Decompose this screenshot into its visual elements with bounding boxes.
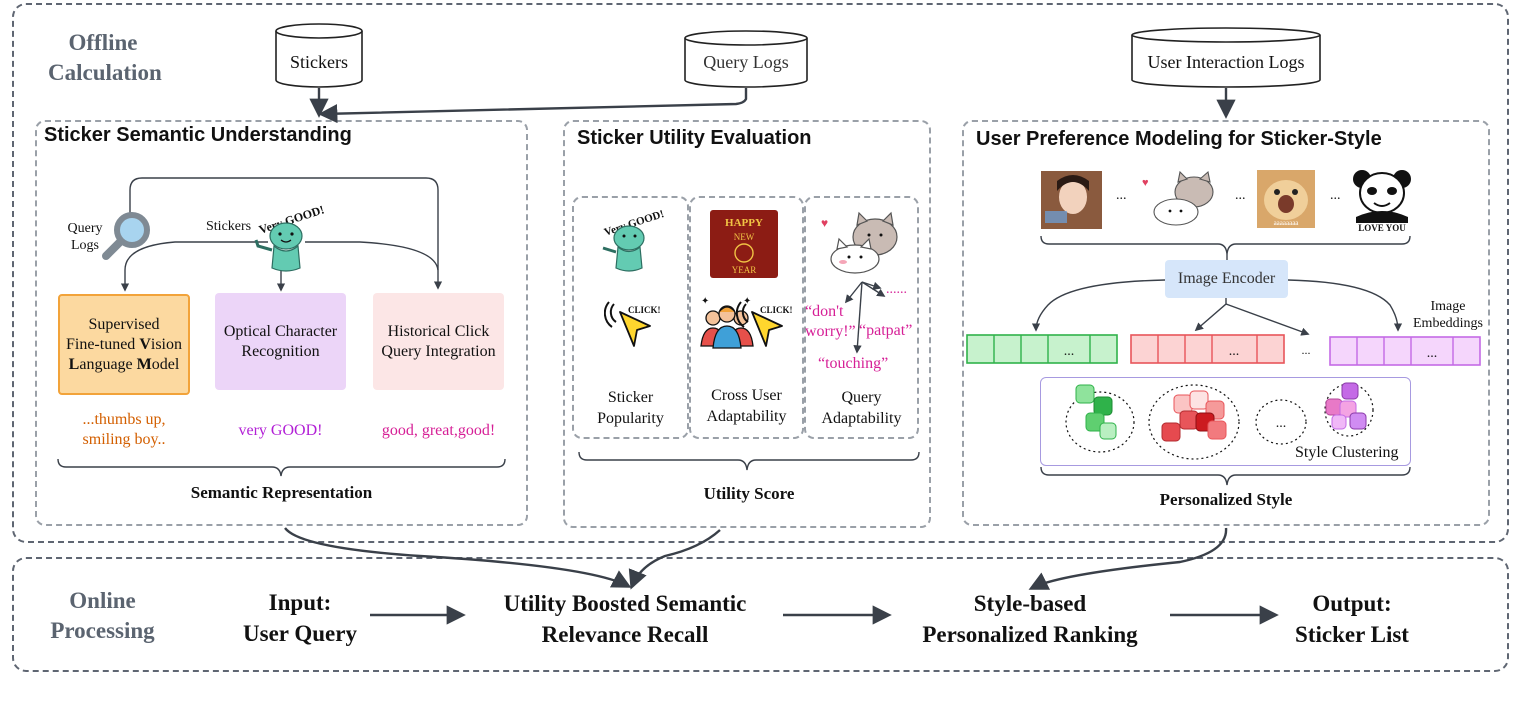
- purple-embedding-vector: ...: [1329, 336, 1481, 366]
- click-cursor-icon: CLICK!: [604, 301, 661, 347]
- happy-new-year-card-icon: HAPPY NEW YEAR: [710, 210, 778, 278]
- semantic-understanding-section: [35, 120, 528, 526]
- svg-text:...: ...: [1064, 344, 1075, 359]
- preference-modeling-section: [962, 120, 1490, 526]
- query-logs-source-label: Query Logs: [703, 52, 789, 72]
- svg-text:CLICK!: CLICK!: [760, 305, 793, 315]
- red-embedding-vector: ...: [1130, 334, 1285, 364]
- online-processing-frame: [12, 557, 1509, 672]
- semantic-understanding-title: Sticker Semantic Understanding: [44, 124, 352, 146]
- query-touching-text: “touching”: [818, 355, 889, 372]
- click-cursor-icon: CLICK!: [736, 301, 793, 347]
- output-sticker-list: Output:Sticker List: [1295, 591, 1409, 647]
- style-clusters: ...: [1065, 382, 1374, 460]
- green-cluster: [1065, 384, 1135, 453]
- query-adaptability-card: [804, 196, 919, 439]
- svg-text:...: ...: [1302, 343, 1311, 357]
- very-good-sticker-icon: Very GOOD!: [254, 202, 324, 272]
- personalized-style-label: Personalized Style: [1159, 490, 1293, 509]
- stickers-source-label: Stickers: [290, 52, 348, 72]
- svg-text:YEAR: YEAR: [732, 265, 757, 275]
- offline-calculation-frame: [12, 3, 1509, 543]
- user-photo-thumbnail: [1041, 171, 1102, 229]
- svg-text:✦: ✦: [701, 296, 709, 307]
- click-output-text: good, great,good!: [381, 422, 496, 439]
- images-separator-dots: ...: [1235, 188, 1246, 203]
- svg-text:NEW: NEW: [734, 232, 755, 242]
- svg-text:aaaaaaaa: aaaaaaaa: [1274, 219, 1300, 227]
- purple-cluster: [1324, 382, 1374, 437]
- very-good-sticker-icon: Very GOOD!: [602, 208, 666, 272]
- svg-text:♥: ♥: [1142, 177, 1149, 189]
- preference-modeling-title: User Preference Modeling for Sticker-Sty…: [976, 128, 1382, 150]
- cross-user-card: [689, 196, 804, 439]
- cat-hug-sticker-icon: ♥: [821, 211, 898, 274]
- user-interaction-logs-source-label: User Interaction Logs: [1147, 52, 1305, 72]
- embedding-vectors: ... ... ... ...: [966, 334, 1481, 366]
- query-patpat-text: “patpat”: [859, 322, 913, 339]
- panda-love-you-thumbnail: LOVE YOU: [1353, 170, 1411, 233]
- shouting-cat-thumbnail: aaaaaaaa: [1257, 170, 1315, 228]
- svg-text:...: ...: [1229, 344, 1240, 359]
- semantic-representation-label: Semantic Representation: [190, 483, 373, 502]
- magnifier-icon: [102, 212, 150, 260]
- input-user-query: Input:User Query: [243, 590, 357, 646]
- user-interaction-logs-database-icon: [1131, 27, 1321, 88]
- stickers-database-icon: [275, 23, 363, 88]
- images-separator-dots: ...: [1116, 188, 1127, 203]
- style-clustering-label: Style Clustering: [1295, 444, 1399, 461]
- vlm-box: Supervised Fine-tuned Vision Language Mo…: [58, 294, 190, 395]
- ocr-output-text: very GOOD!: [238, 422, 323, 439]
- stickers-small-label: Stickers: [206, 219, 252, 234]
- utility-score-label: Utility Score: [703, 484, 795, 503]
- utility-evaluation-title: Sticker Utility Evaluation: [577, 127, 812, 149]
- vlm-output-text: ...thumbs up,smiling boy..: [82, 411, 166, 448]
- image-encoder-box: Image Encoder: [1165, 260, 1288, 298]
- neutral-cluster: ...: [1255, 399, 1307, 445]
- query-more-text: ......: [886, 282, 907, 297]
- svg-text:HAPPY: HAPPY: [725, 217, 763, 229]
- green-embedding-vector: ...: [966, 334, 1118, 364]
- style-clustering-panel: [1040, 377, 1411, 466]
- svg-text:CLICK!: CLICK!: [628, 305, 661, 315]
- popularity-card: [572, 196, 689, 439]
- svg-text:...: ...: [1276, 416, 1287, 431]
- red-cluster: [1148, 384, 1240, 460]
- svg-text:...: ...: [1427, 346, 1438, 361]
- utility-evaluation-section: [563, 120, 931, 528]
- query-logs-database-icon: [684, 30, 808, 88]
- svg-text:LOVE YOU: LOVE YOU: [1358, 223, 1406, 233]
- svg-text:♥: ♥: [821, 216, 828, 230]
- images-separator-dots: ...: [1330, 188, 1341, 203]
- group-users-icon: ✦ ✦: [700, 296, 754, 349]
- svg-text:✦: ✦: [743, 296, 751, 307]
- cat-hug-thumbnail: ♥: [1142, 170, 1214, 226]
